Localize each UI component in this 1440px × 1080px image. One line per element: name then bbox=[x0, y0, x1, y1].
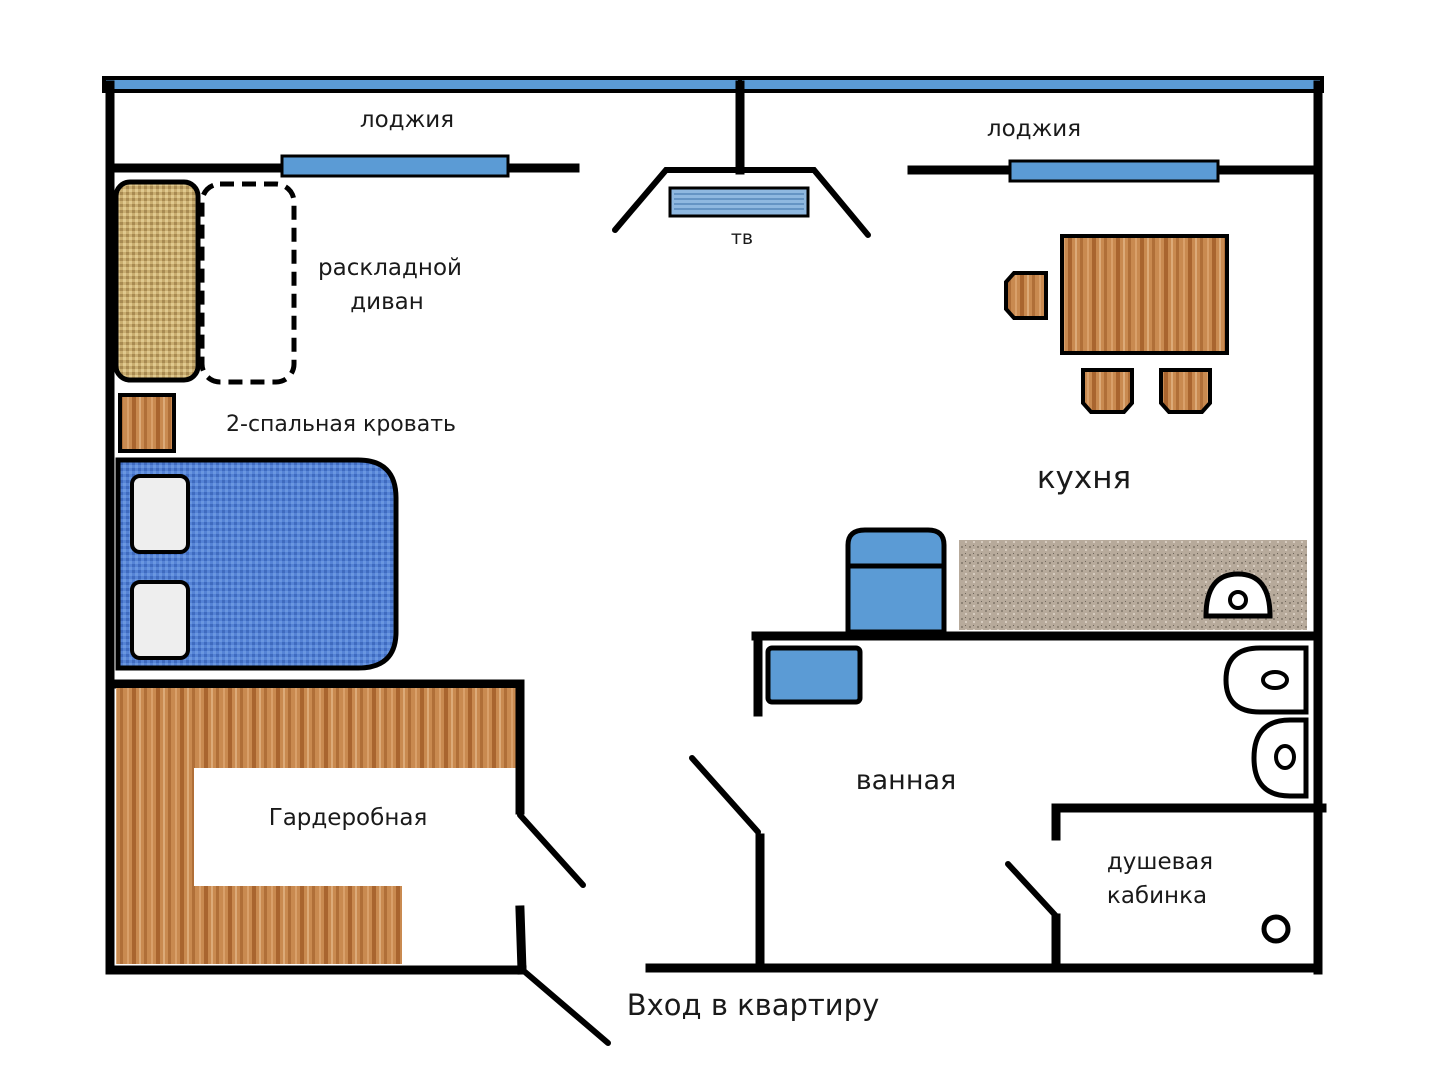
entrance-door[interactable] bbox=[522, 969, 611, 1046]
shower-door[interactable] bbox=[1005, 861, 1059, 919]
label-bathroom: ванная bbox=[856, 765, 957, 796]
tv-niche bbox=[612, 167, 871, 238]
dining-table bbox=[1060, 234, 1229, 355]
label-loggia-left: лоджия bbox=[360, 107, 454, 133]
loggia-window-right bbox=[738, 76, 1324, 93]
wardrobe-floor-lower bbox=[402, 886, 518, 964]
wardrobe-wall-right-lower bbox=[515, 905, 527, 975]
window-left bbox=[280, 154, 510, 178]
chair-bottom-left bbox=[1081, 368, 1134, 414]
wardrobe-door[interactable] bbox=[517, 812, 586, 888]
chair-left bbox=[1004, 271, 1048, 320]
fridge bbox=[845, 527, 947, 635]
pillow-top bbox=[130, 474, 190, 554]
tv-icon bbox=[668, 186, 810, 218]
label-sofa-line2: диван bbox=[350, 289, 424, 315]
bathroom-door[interactable] bbox=[689, 755, 761, 835]
label-bed: 2-спальная кровать bbox=[226, 412, 456, 437]
wardrobe-floor bbox=[194, 768, 518, 886]
label-entrance: Вход в квартиру bbox=[627, 988, 879, 1022]
window-right bbox=[1008, 159, 1220, 183]
chair-bottom-right bbox=[1159, 368, 1212, 414]
label-tv: тв bbox=[731, 227, 753, 249]
loggia-window-left bbox=[102, 76, 742, 93]
label-shower-line1: душевая bbox=[1107, 849, 1213, 875]
sofa bbox=[113, 179, 201, 383]
label-wardrobe: Гардеробная bbox=[269, 805, 428, 831]
shower-drain-icon bbox=[1261, 914, 1291, 944]
sofa-unfolded-outline bbox=[199, 181, 297, 385]
bathroom-sink-drain-icon bbox=[1274, 744, 1296, 770]
label-shower-line2: кабинка bbox=[1107, 883, 1207, 909]
sink-drain-icon bbox=[1228, 590, 1248, 610]
label-kitchen: кухня bbox=[1037, 460, 1131, 496]
nightstand bbox=[118, 393, 176, 453]
label-sofa-line1: раскладной bbox=[318, 255, 462, 281]
washing-machine bbox=[765, 645, 863, 705]
label-loggia-right: лоджия bbox=[987, 116, 1081, 142]
pillow-bottom bbox=[130, 580, 190, 660]
toilet-bowl-icon bbox=[1261, 670, 1289, 690]
